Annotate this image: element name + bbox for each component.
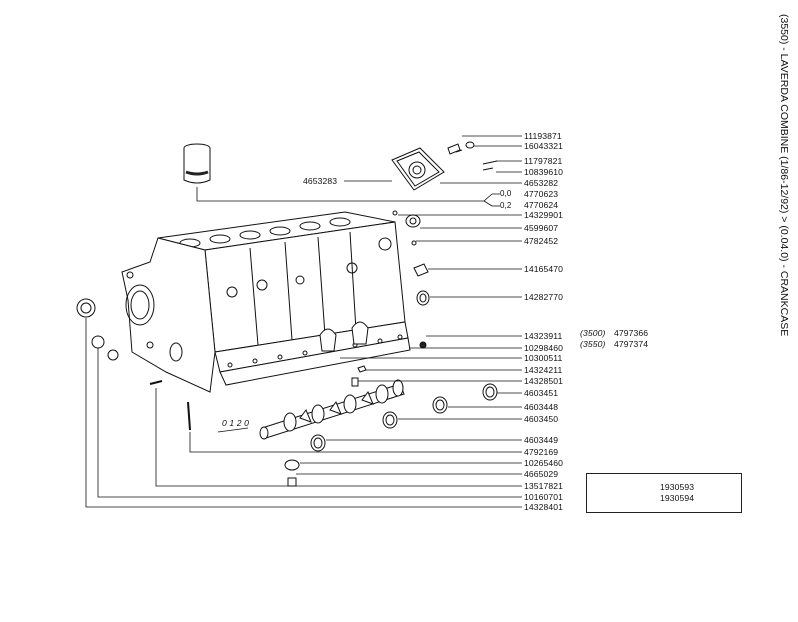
part-label: 4603449	[524, 435, 559, 445]
part-label: 11797821	[524, 156, 563, 166]
cover-plate	[391, 147, 445, 191]
side-title-text: (3550) - LAVERDA COMBINE (1/86-12/92) > …	[778, 14, 790, 337]
part-label: 14329901	[524, 210, 564, 220]
part-label: 4603450	[524, 414, 559, 424]
variant-label: (3550)	[580, 339, 606, 349]
kit-box	[586, 473, 742, 513]
engine-block	[121, 211, 411, 393]
part-label: 10839610	[524, 167, 564, 177]
part-label: 4797374	[614, 339, 649, 349]
size-label: 0 1 2 0	[222, 418, 249, 428]
part-label: 4653282	[524, 178, 559, 188]
part-label: 14328401	[524, 502, 564, 512]
kit-part-label: 1930594	[660, 493, 695, 503]
part-label: 4770624	[524, 200, 559, 210]
part-label: 4797366	[614, 328, 649, 338]
part-label: 4653283	[303, 176, 338, 186]
kit-part-label: 1930593	[660, 482, 695, 492]
part-label: 14323911	[524, 331, 563, 341]
camshaft	[259, 379, 405, 440]
part-label: 10265460	[524, 458, 564, 468]
part-label: 11193871	[524, 131, 562, 141]
part-label: 16043321	[524, 141, 564, 151]
part-label: 4599607	[524, 223, 559, 233]
part-label: 10300511	[524, 353, 563, 363]
part-label: 14165470	[524, 264, 564, 274]
part-label: 14324211	[524, 365, 563, 375]
leader-lines	[85, 135, 522, 508]
variant-label: (3500)	[580, 328, 606, 338]
part-label: 13517821	[524, 481, 564, 491]
cylinder-liner	[183, 143, 211, 184]
page-side-title: (3550) - LAVERDA COMBINE (1/86-12/92) > …	[774, 14, 794, 336]
part-label: 4770623	[524, 189, 559, 199]
size-label: 0,0	[500, 189, 512, 198]
size-label: 0,2	[500, 201, 512, 210]
part-label: 4782452	[524, 236, 559, 246]
part-label: 14282770	[524, 292, 564, 302]
part-label: 4665029	[524, 469, 559, 479]
part-label: 4792169	[524, 447, 559, 457]
part-label: 10160701	[524, 492, 564, 502]
small-parts	[76, 141, 498, 487]
part-label: 4603448	[524, 402, 559, 412]
part-label: 10298460	[524, 343, 564, 353]
part-label: 4603451	[524, 388, 559, 398]
part-label: 14328501	[524, 376, 564, 386]
